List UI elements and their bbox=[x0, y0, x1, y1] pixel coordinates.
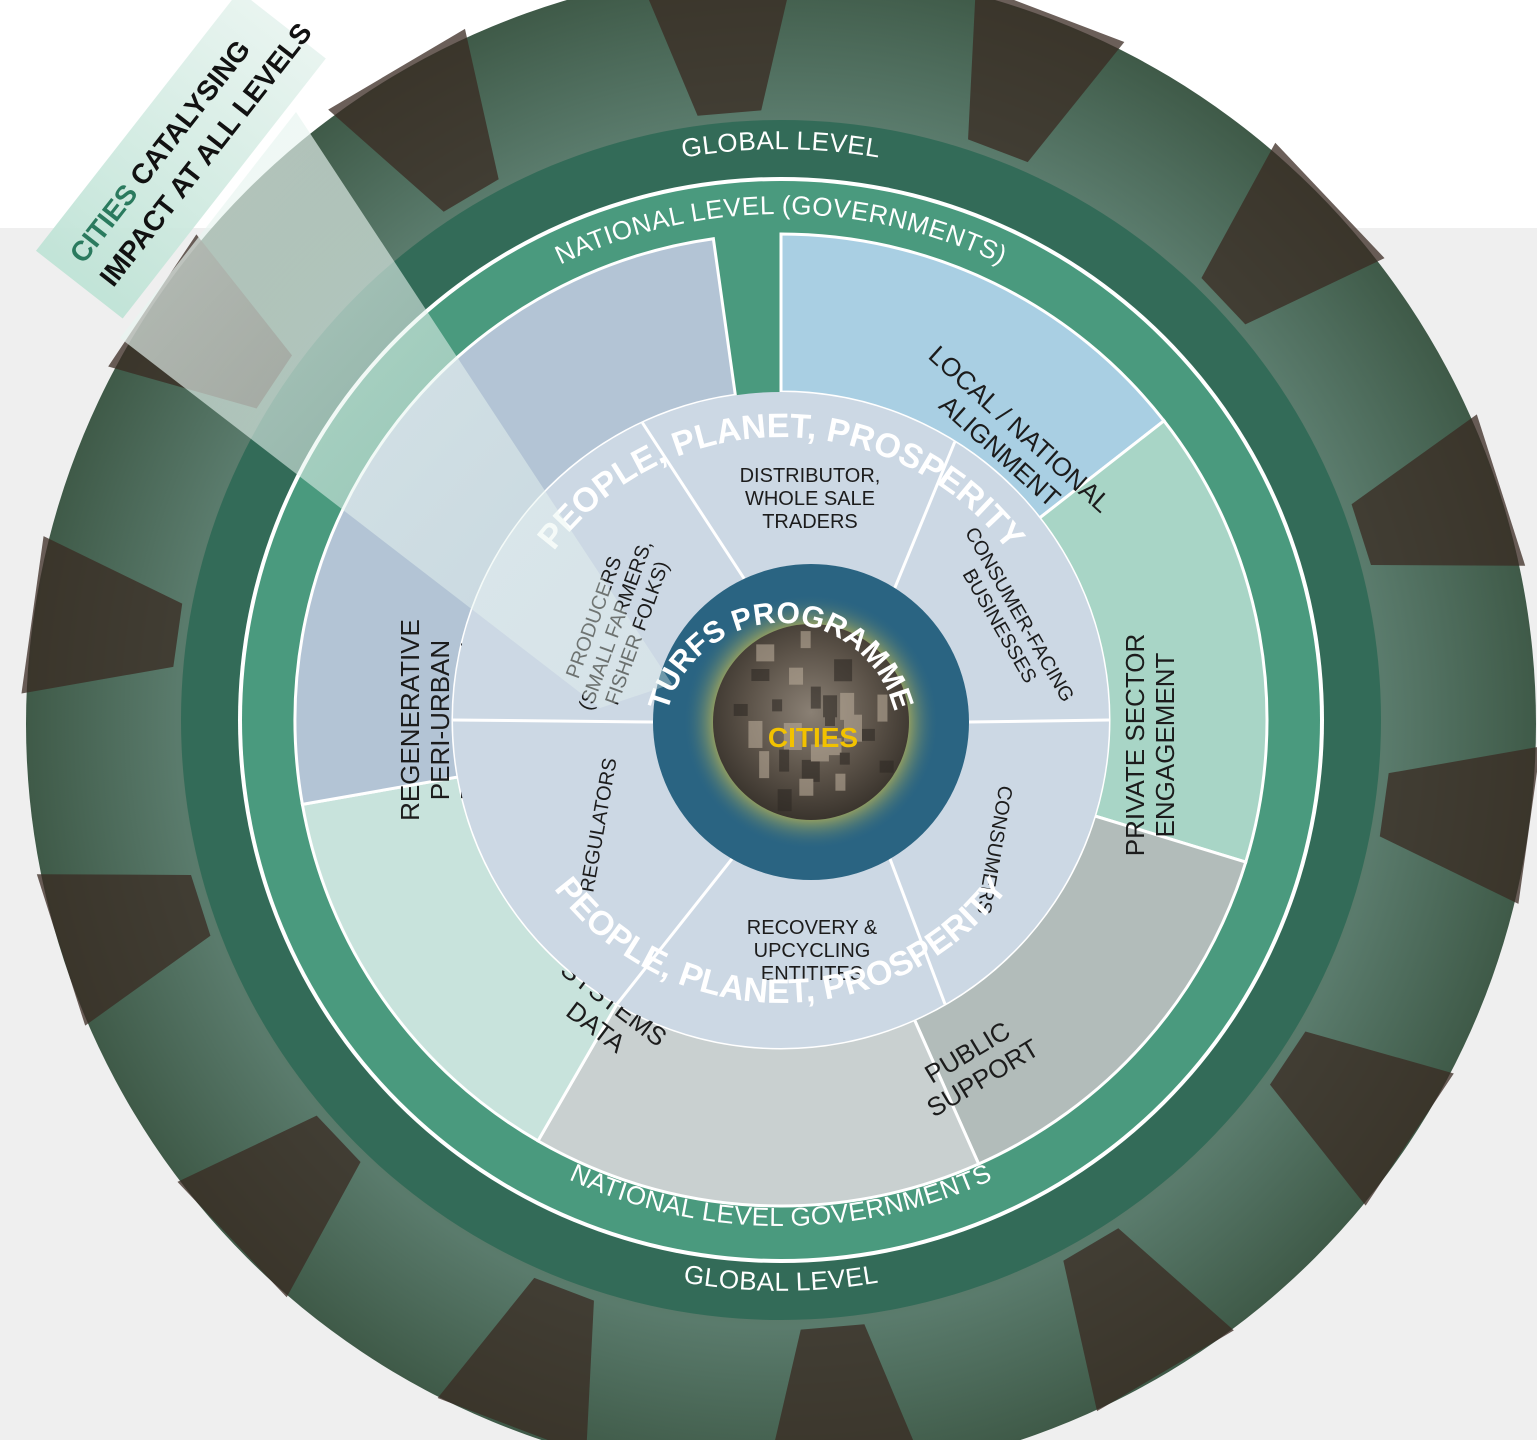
callout-banner bbox=[35, 0, 326, 319]
tree-trunks bbox=[21, 0, 1537, 1440]
city-building bbox=[835, 773, 846, 791]
city-building bbox=[779, 749, 790, 772]
pillar-label-3-line-2: ENGAGEMENT bbox=[1150, 652, 1180, 837]
tree-trunk bbox=[21, 536, 183, 694]
tree-trunk bbox=[1379, 747, 1537, 904]
actor-label-1-line-1: DISTRIBUTOR, bbox=[740, 465, 881, 487]
city-building bbox=[751, 669, 770, 682]
city-building bbox=[756, 644, 775, 662]
city-building bbox=[877, 694, 888, 722]
tree-trunk bbox=[177, 1115, 361, 1298]
city-building bbox=[823, 695, 838, 718]
actor-divider bbox=[968, 718, 1110, 724]
tree-trunk bbox=[1351, 414, 1526, 566]
tree-trunk bbox=[648, 0, 787, 116]
pillar-label-6-line-1: REGENERATIVE bbox=[395, 619, 425, 821]
city-building bbox=[748, 720, 763, 748]
tree-trunk bbox=[775, 1324, 914, 1440]
tree-trunk bbox=[36, 874, 211, 1026]
actor-label-4-line-1: RECOVERY & bbox=[747, 917, 878, 939]
tree-trunk bbox=[328, 28, 499, 212]
actor-label-4-line-2: UPCYCLING bbox=[754, 940, 871, 962]
city-building bbox=[783, 722, 802, 750]
pillar-label-6-line-2: PERI-URBAN bbox=[425, 640, 455, 800]
cities-center-label: CITIES bbox=[768, 722, 858, 753]
tree-trunk bbox=[1201, 142, 1385, 325]
city-building bbox=[759, 751, 770, 779]
actor-label-1-line-3: TRADERS bbox=[762, 511, 858, 533]
city-building bbox=[801, 759, 820, 782]
actor-divider bbox=[641, 421, 746, 580]
callout-beam bbox=[120, 112, 672, 708]
city-building bbox=[834, 659, 853, 682]
city-building bbox=[825, 714, 835, 726]
pillar-label-3: PRIVATE SECTORENGAGEMENT bbox=[1120, 634, 1180, 857]
city-buildings bbox=[733, 631, 894, 812]
city-building bbox=[789, 667, 804, 685]
tree-trunk bbox=[968, 0, 1125, 163]
city-building bbox=[843, 714, 862, 742]
actor-label-1-line-2: WHOLE SALE bbox=[745, 488, 875, 510]
tree-trunk bbox=[1269, 1031, 1454, 1206]
city-building bbox=[827, 738, 842, 756]
pillar-segments: SYSTEMSRESILIENCELOCAL / NATIONALALIGNME… bbox=[293, 232, 1269, 1208]
actor-label-4-line-3: ENTITITES bbox=[761, 963, 863, 985]
actor-divider bbox=[893, 441, 957, 589]
tree-trunk bbox=[1063, 1228, 1234, 1412]
city-building bbox=[777, 789, 792, 812]
cities-catalysing-callout: CITIES CATALYSING IMPACT AT ALL LEVELS bbox=[35, 0, 672, 708]
tree-trunk bbox=[437, 1277, 594, 1440]
city-building bbox=[810, 744, 829, 762]
city-building bbox=[879, 760, 894, 773]
city-building bbox=[800, 631, 811, 649]
city-building bbox=[839, 752, 850, 765]
actor-divider bbox=[615, 857, 734, 1005]
city-building bbox=[840, 692, 855, 720]
city-building bbox=[799, 778, 814, 796]
city-building bbox=[733, 703, 748, 716]
pillar-label-3-line-1: PRIVATE SECTOR bbox=[1120, 634, 1150, 857]
city-building bbox=[772, 699, 783, 712]
city-building bbox=[810, 686, 821, 709]
actor-divider bbox=[888, 858, 947, 1005]
actor-divider bbox=[452, 718, 654, 724]
